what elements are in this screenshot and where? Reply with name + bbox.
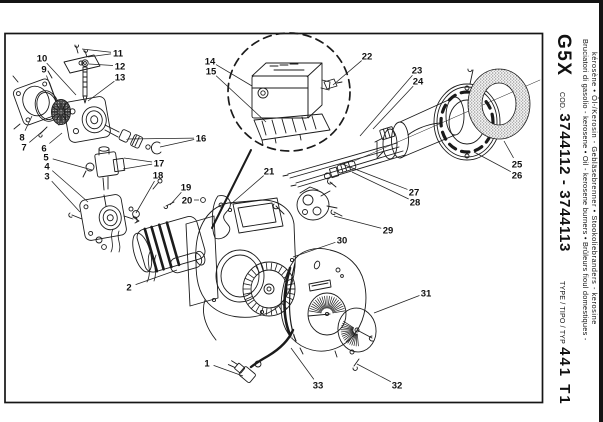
burner-chassis [185, 197, 296, 341]
power-cord [227, 328, 295, 383]
connector-22 [323, 78, 343, 90]
nut-a [95, 236, 103, 244]
small-fittings [128, 178, 206, 218]
part-number-28: 28 [410, 197, 421, 208]
part-number-12: 12 [115, 61, 126, 72]
flange-screws [12, 70, 60, 130]
part-number-18: 18 [153, 170, 164, 181]
part-number-8: 8 [19, 132, 24, 143]
damper-plate-21 [211, 195, 231, 240]
part-number-14: 14 [205, 56, 216, 67]
electrode-rods [282, 142, 406, 188]
shaft-couplings [104, 124, 162, 155]
part-number-32: 32 [392, 380, 403, 391]
part-number-17: 17 [154, 158, 165, 169]
screw-32 [352, 358, 360, 371]
part-number-4: 4 [44, 161, 50, 172]
control-box [251, 62, 331, 119]
part-number-2: 2 [126, 282, 131, 293]
pump-assembly [12, 44, 206, 283]
part-number-26: 26 [512, 170, 523, 181]
screw-left [68, 212, 83, 220]
pump-body [63, 96, 111, 143]
terminal-block [253, 113, 331, 146]
flange-gasket [467, 68, 531, 140]
part-number-25: 25 [512, 159, 523, 170]
air-damper-disc [337, 307, 377, 371]
part-number-13: 13 [115, 72, 126, 83]
part-number-30: 30 [337, 235, 348, 246]
part-number-22: 22 [362, 51, 373, 62]
plug [227, 360, 256, 383]
part-number-29: 29 [383, 225, 394, 236]
part-number-19: 19 [181, 182, 192, 193]
stud-and-bracket [63, 44, 101, 104]
pump-filter-disc [51, 99, 71, 125]
mounting-flange [433, 68, 501, 161]
control-box-inset [227, 32, 351, 152]
part-number-21: 21 [264, 166, 275, 177]
solenoid-valve [82, 146, 126, 207]
motor [132, 216, 206, 274]
part-number-27: 27 [409, 187, 420, 198]
part-number-9: 9 [41, 64, 46, 75]
part-number-1: 1 [204, 358, 210, 369]
part-number-10: 10 [37, 53, 48, 64]
part-number-11: 11 [113, 48, 124, 59]
tube-collar [379, 126, 396, 141]
scan-top-edge [0, 0, 603, 3]
part-number-7: 7 [21, 142, 26, 153]
part-number-23: 23 [412, 65, 423, 76]
part-number-6: 6 [41, 143, 46, 154]
part-number-20: 20 [182, 195, 193, 206]
part-number-15: 15 [206, 66, 217, 77]
part-number-16: 16 [196, 133, 207, 144]
blast-tube-assembly [282, 79, 541, 188]
inset-pointer-line [211, 149, 252, 229]
electrode-assembly-29 [296, 179, 343, 221]
fan-wheel [242, 261, 296, 317]
scan-right-edge [599, 0, 603, 422]
nut-b [101, 244, 107, 250]
dashed-circle [227, 32, 351, 152]
part-number-5: 5 [43, 152, 49, 163]
pump-wires [110, 228, 157, 283]
part-number-31: 31 [421, 288, 432, 299]
drawing-frame-border [4, 32, 544, 404]
burner-cover [280, 248, 367, 358]
part-number-24: 24 [413, 76, 424, 87]
part-number-33: 33 [313, 380, 324, 391]
nozzle-holder [323, 160, 357, 180]
part-number-3: 3 [44, 171, 49, 182]
screw-7 [38, 126, 48, 138]
